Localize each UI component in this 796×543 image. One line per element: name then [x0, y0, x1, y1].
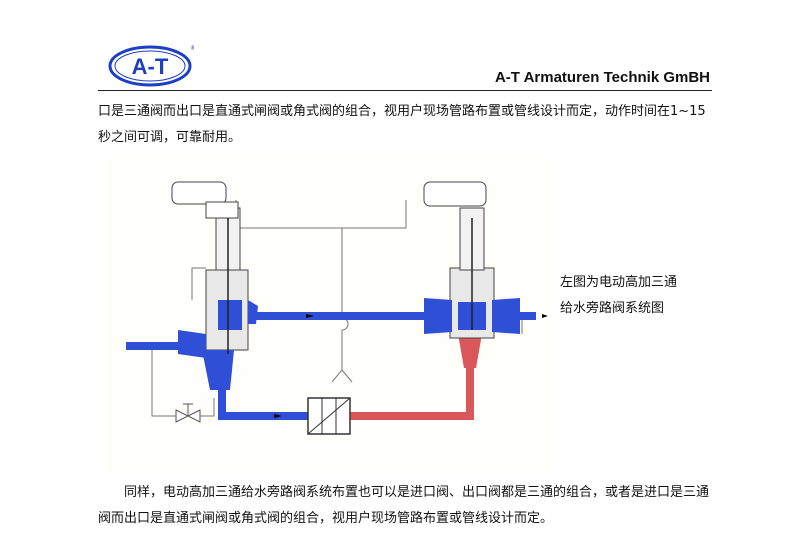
figure-caption: 左图为电动高加三通 给水旁路阀系统图	[560, 270, 677, 322]
paragraph-intro: 口是三通阀而出口是直通式闸阀或角式阀的组合，视用户现场管路布置或管线设计而定，动…	[98, 104, 706, 145]
header-divider	[98, 90, 712, 91]
bypass-valve-system-diagram	[106, 158, 548, 472]
caption-line-1: 左图为电动高加三通	[560, 275, 678, 290]
inlet-three-way-valve	[171, 181, 258, 390]
bypass-needle-valve	[175, 403, 201, 423]
logo-text: A-T	[132, 54, 169, 79]
company-name: A-T Armaturen Technik GmBH	[494, 69, 710, 86]
outlet-three-way-valve	[423, 181, 520, 339]
caption-line-2: 给水旁路阀系统图	[560, 301, 665, 316]
hot-water-piping	[350, 334, 482, 420]
paragraph-alternative: 同样，电动高加三通给水旁路阀系统布置也可以是进口阀、出口阀都是三通的组合，或者是…	[98, 485, 710, 526]
svg-text:®: ®	[190, 45, 194, 52]
cold-water-piping	[126, 312, 536, 420]
company-logo: A-T ®	[108, 45, 194, 87]
high-pressure-heater	[307, 397, 351, 435]
